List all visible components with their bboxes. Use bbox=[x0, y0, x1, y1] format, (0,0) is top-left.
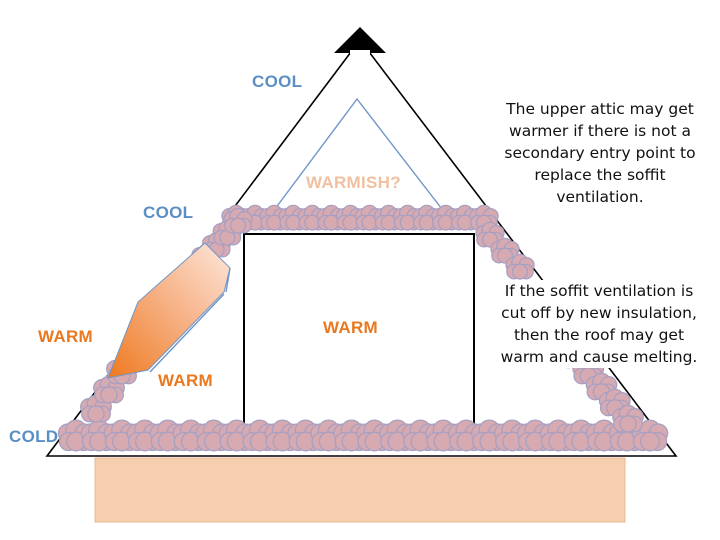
label-cool-top: COOL bbox=[252, 72, 303, 91]
insulation-puff bbox=[297, 204, 327, 231]
note-upper-attic: The upper attic may get warmer if there … bbox=[504, 100, 696, 206]
insulation-puff bbox=[448, 419, 485, 452]
insulation-batts bbox=[57, 204, 669, 452]
insulation-puff bbox=[505, 253, 535, 280]
insulation-puff bbox=[80, 419, 118, 452]
insulation-puff bbox=[80, 394, 112, 423]
label-cool-mid: COOL bbox=[143, 203, 194, 222]
note-soffit-cutoff: If the soffit ventilation is cut off by … bbox=[498, 280, 700, 368]
insulation-puff bbox=[612, 404, 644, 433]
vent-baffle bbox=[149, 293, 225, 373]
insulation-puff bbox=[425, 419, 462, 452]
ridge-vent-icon bbox=[334, 27, 386, 53]
insulation-puff bbox=[475, 221, 505, 248]
label-warm-room: WARM bbox=[323, 318, 379, 337]
insulation-puff bbox=[469, 204, 499, 231]
label-warm-left: WARM bbox=[38, 327, 94, 346]
insulation-puff bbox=[223, 207, 253, 234]
foundation-block bbox=[94, 457, 626, 523]
label-cold: COLD bbox=[9, 427, 59, 446]
label-warm-duct: WARM bbox=[158, 371, 214, 390]
label-warmish: WARMISH? bbox=[306, 173, 401, 192]
